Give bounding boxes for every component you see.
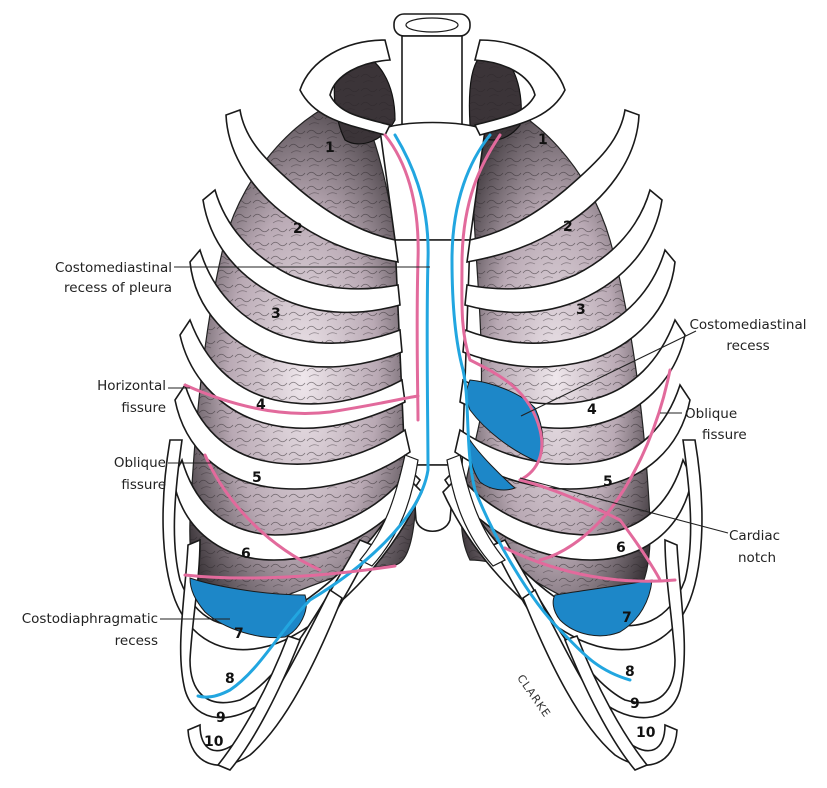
svg-text:Costomediastinal: Costomediastinal [690, 317, 807, 333]
rib-number-6-left: 6 [616, 540, 626, 556]
rib-number-8-left: 8 [625, 664, 635, 680]
svg-text:Cardiac: Cardiac [729, 528, 780, 544]
label-costodiaphragmatic-recess: Costodiaphragmatic recess [22, 611, 158, 649]
rib-number-10-right: 10 [204, 734, 224, 750]
label-oblique-fissure-left: Oblique fissure [114, 455, 166, 493]
label-cardiac-notch: Cardiac notch [729, 528, 780, 566]
svg-text:Oblique: Oblique [114, 455, 166, 471]
rib-number-9-left: 9 [630, 696, 640, 712]
svg-text:Oblique: Oblique [685, 406, 737, 422]
svg-text:Costomediastinal: Costomediastinal [55, 260, 172, 276]
rib-number-7-right: 7 [234, 626, 244, 642]
rib-number-5-left: 5 [603, 474, 613, 490]
svg-text:fissure: fissure [121, 400, 166, 416]
rib-number-5-right: 5 [252, 470, 262, 486]
svg-text:recess: recess [115, 633, 158, 649]
svg-text:recess: recess [726, 338, 769, 354]
rib-number-9-right: 9 [216, 710, 226, 726]
rib-number-1-right: 1 [325, 140, 335, 156]
svg-text:Costodiaphragmatic: Costodiaphragmatic [22, 611, 158, 627]
artist-signature: CLARKE [514, 672, 553, 720]
svg-text:recess of pleura: recess of pleura [64, 280, 172, 296]
label-costomediastinal-recess: Costomediastinal recess [690, 317, 807, 354]
svg-text:notch: notch [738, 550, 776, 566]
rib-number-4-right: 4 [256, 397, 266, 413]
svg-text:Horizontal: Horizontal [97, 378, 166, 394]
svg-text:fissure: fissure [702, 427, 747, 443]
rib-number-8-right: 8 [225, 671, 235, 687]
cervical-vertebra [394, 14, 470, 126]
rib-number-1-left: 1 [538, 132, 548, 148]
label-oblique-fissure-right: Oblique fissure [685, 406, 747, 443]
rib-number-3-left: 3 [576, 302, 586, 318]
rib-number-7-left: 7 [622, 610, 632, 626]
rib-number-2-right: 2 [293, 221, 303, 237]
rib-number-10-left: 10 [636, 725, 656, 741]
label-horizontal-fissure: Horizontal fissure [97, 378, 166, 416]
svg-text:fissure: fissure [121, 477, 166, 493]
rib-number-2-left: 2 [563, 219, 573, 235]
rib-number-3-right: 3 [271, 306, 281, 322]
label-costomediastinal-recess-of-pleura: Costomediastinal recess of pleura [55, 260, 172, 296]
rib-number-6-right: 6 [241, 546, 251, 562]
rib-number-4-left: 4 [587, 402, 597, 418]
